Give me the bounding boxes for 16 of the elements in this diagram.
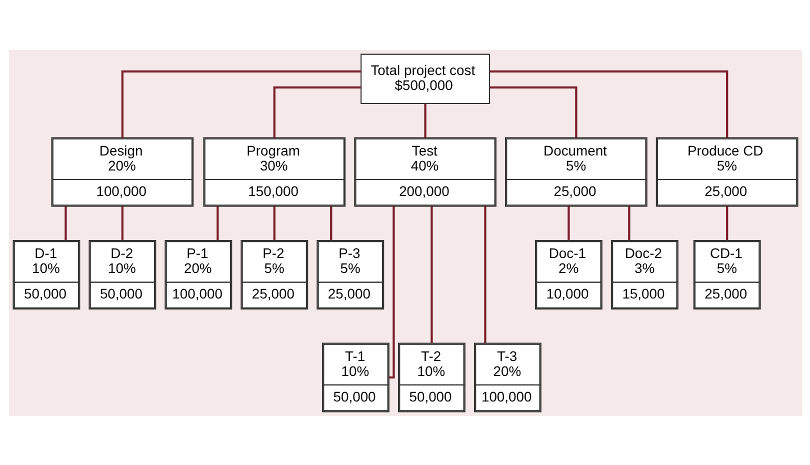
connector — [120, 70, 361, 138]
connector — [430, 206, 432, 342]
connector — [484, 206, 486, 342]
connector — [388, 206, 394, 378]
connector — [330, 206, 332, 240]
connector — [628, 206, 630, 240]
connector — [489, 70, 728, 138]
connector — [120, 206, 123, 240]
connector — [489, 86, 577, 138]
connector — [64, 206, 66, 240]
connector — [424, 103, 426, 138]
connector — [272, 86, 360, 138]
connector — [726, 206, 728, 240]
connector — [272, 206, 275, 240]
connector — [567, 206, 570, 240]
connector — [216, 206, 218, 240]
